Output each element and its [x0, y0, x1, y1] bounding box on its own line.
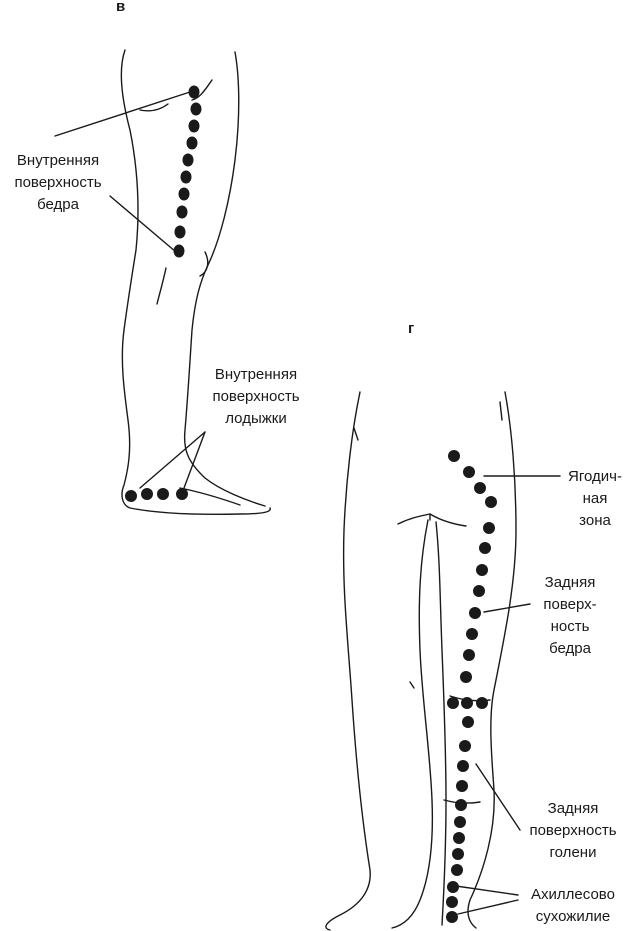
point-g-gluteal	[463, 466, 475, 478]
leader-back-shin	[475, 763, 521, 831]
label-line: поверхность	[212, 388, 300, 405]
label-inner-ankle: Внутренняя поверхность лодыжки	[200, 364, 312, 430]
point-g-shin	[456, 780, 468, 792]
leader-achilles-1	[455, 885, 519, 896]
label-achilles: Ахиллесово сухожилие	[516, 884, 630, 928]
point-v-thigh	[173, 244, 185, 258]
point-g-achilles	[447, 881, 459, 893]
point-g-knee	[461, 697, 473, 709]
point-g-thigh	[473, 585, 485, 597]
point-g-gluteal	[474, 482, 486, 494]
point-v-ankle	[125, 490, 137, 502]
point-g-thigh	[466, 628, 478, 640]
label-inner-thigh: Внутренняя поверхность бедра	[4, 150, 112, 216]
point-v-thigh	[180, 170, 192, 184]
leg-v-outline	[120, 49, 271, 516]
label-line: поверхность	[529, 822, 617, 839]
point-g-shin	[453, 832, 465, 844]
point-v-ankle	[176, 488, 188, 500]
point-g-gluteal	[448, 450, 460, 462]
point-g-gluteal	[485, 496, 497, 508]
label-line: поверх-	[543, 596, 597, 613]
point-g-shin	[462, 716, 474, 728]
label-back-thigh: Задняя поверх- ность бедра	[532, 572, 608, 660]
point-g-thigh	[483, 522, 495, 534]
point-g-shin	[457, 760, 469, 772]
point-v-thigh	[174, 225, 186, 239]
point-g-thigh	[460, 671, 472, 683]
point-v-ankle	[157, 488, 169, 500]
point-g-thigh	[476, 564, 488, 576]
points-g	[446, 450, 497, 923]
point-v-thigh	[176, 205, 188, 219]
point-g-achilles	[451, 864, 463, 876]
leader-ankle-1	[139, 431, 206, 489]
leader-thigh	[109, 195, 177, 253]
label-line: сухожилие	[535, 908, 611, 925]
label-line: бедра	[549, 640, 591, 657]
label-line: Ягодич-	[568, 468, 622, 485]
label-line: ная	[582, 490, 608, 507]
point-v-thigh	[188, 85, 200, 99]
leader-thigh-upper	[54, 91, 191, 137]
point-g-shin	[455, 799, 467, 811]
label-back-shin: Задняя поверхность голени	[516, 798, 630, 864]
label-line: лодыжки	[225, 410, 287, 427]
label-line: зона	[579, 512, 611, 529]
panel-letter-v: в	[116, 0, 126, 15]
points-v-ankle	[125, 488, 188, 502]
label-line: Внутренняя	[16, 152, 100, 169]
label-line: ность	[550, 618, 590, 635]
point-g-shin	[459, 740, 471, 752]
leader-achilles-2	[457, 899, 519, 915]
point-g-thigh	[463, 649, 475, 661]
label-line: Внутренняя	[214, 366, 298, 383]
point-v-thigh	[182, 153, 194, 167]
label-line: бедра	[37, 196, 79, 213]
point-g-shin	[454, 816, 466, 828]
label-line: голени	[549, 844, 597, 861]
leader-back-thigh	[483, 603, 531, 613]
label-line: Ахиллесово	[531, 886, 615, 903]
point-g-achilles	[446, 896, 458, 908]
panel-letter-g: г	[408, 320, 415, 337]
point-v-thigh	[188, 119, 200, 133]
point-g-thigh	[479, 542, 491, 554]
points-v-thigh	[173, 85, 202, 258]
point-v-ankle	[141, 488, 153, 500]
label-gluteal: Ягодич- ная зона	[560, 466, 630, 532]
point-g-achilles	[446, 911, 458, 923]
legs-g-outline	[325, 391, 517, 931]
point-v-thigh	[186, 136, 198, 150]
point-v-thigh	[178, 187, 190, 201]
point-g-thigh	[469, 607, 481, 619]
label-line: Задняя	[544, 574, 596, 591]
point-v-thigh	[190, 102, 202, 116]
point-g-knee	[476, 697, 488, 709]
label-line: Задняя	[547, 800, 599, 817]
leader-ankle-2	[183, 431, 206, 489]
label-line: поверхность	[14, 174, 102, 191]
point-g-shin	[452, 848, 464, 860]
point-g-knee	[447, 697, 459, 709]
